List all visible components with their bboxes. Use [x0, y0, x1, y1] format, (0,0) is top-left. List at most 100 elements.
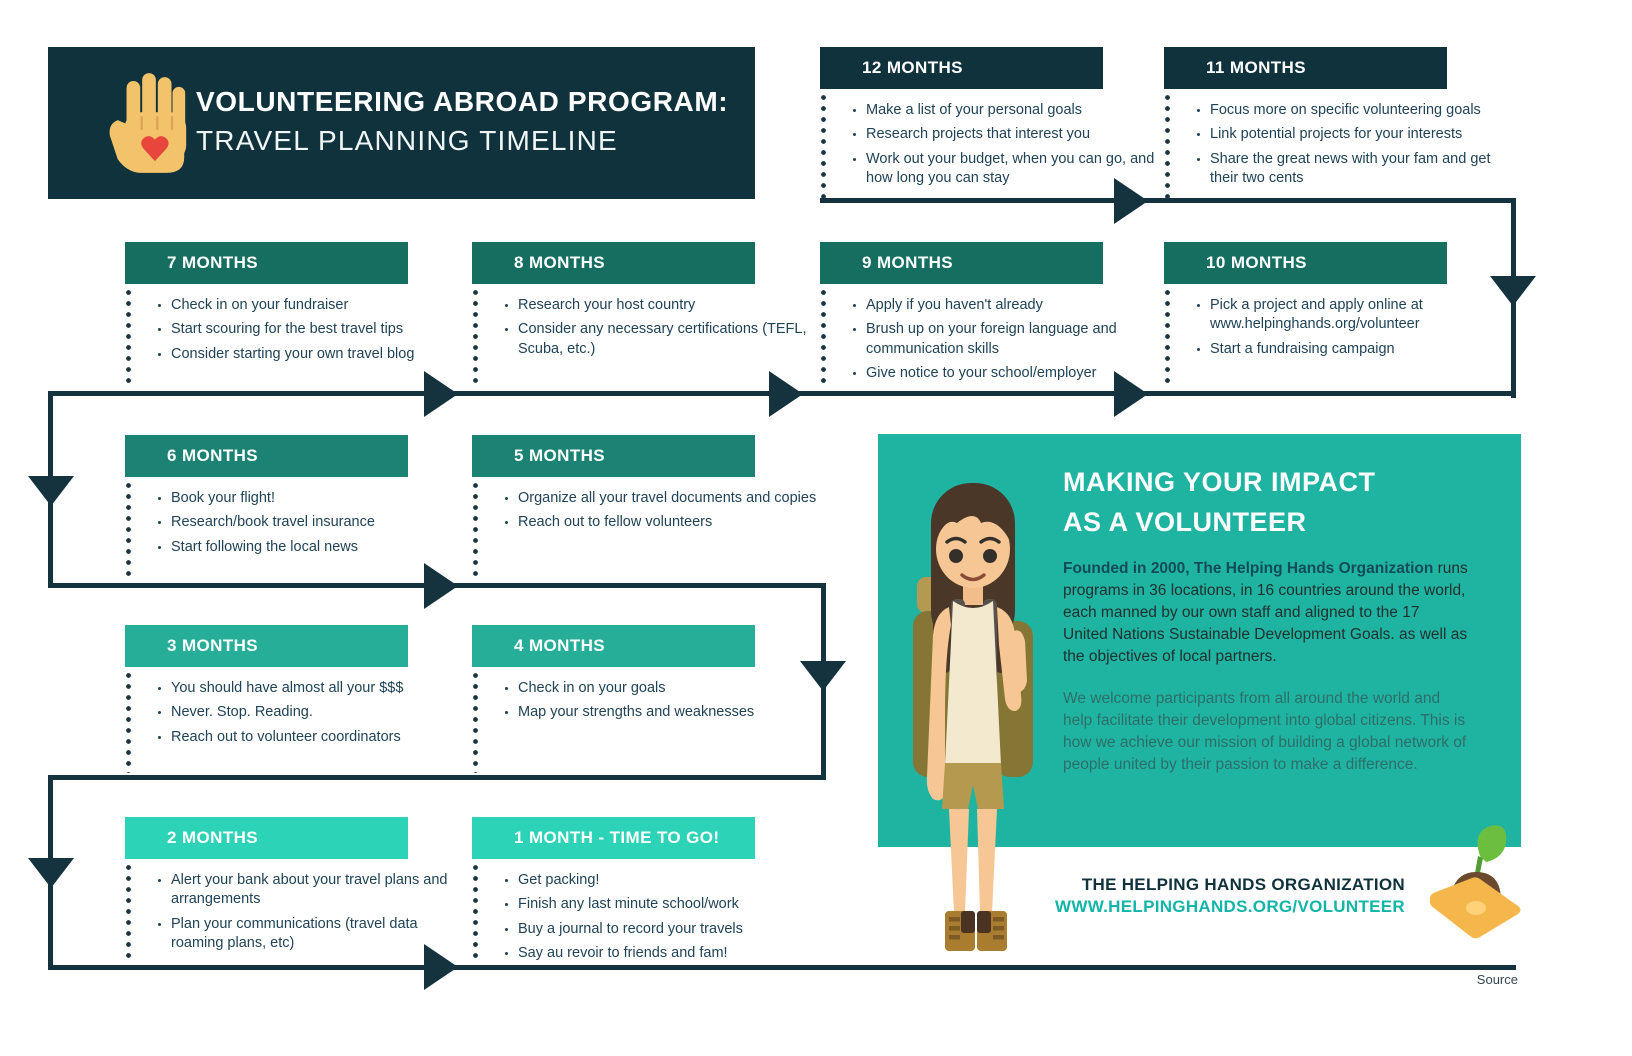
month-card-6: 6 MONTHS Book your flight! Research/book… [125, 435, 408, 579]
month-list: Check in on your fundraiser Start scouri… [125, 296, 471, 364]
arrow-right-icon [769, 371, 803, 417]
hand-with-heart-icon [106, 73, 194, 180]
impact-title-line2: AS A VOLUNTEER [1063, 507, 1307, 537]
month-card-2: 2 MONTHS Alert your bank about your trav… [125, 817, 447, 963]
dotted-connector [126, 865, 131, 963]
month-header: 12 MONTHS [820, 47, 1103, 89]
dotted-connector [821, 95, 826, 199]
impact-intro-rest: runs programs in 36 locations, in 16 cou… [1063, 560, 1468, 665]
arrow-right-icon [1114, 371, 1148, 417]
list-item: Research your host country [518, 296, 818, 315]
list-item: Plan your communications (travel data ro… [171, 915, 471, 954]
month-list: Pick a project and apply online at www.h… [1164, 296, 1510, 359]
list-item: Give notice to your school/employer [866, 364, 1166, 383]
dotted-connector [473, 673, 478, 773]
source-label: Source [1476, 972, 1518, 987]
month-list: Get packing! Finish any last minute scho… [472, 871, 818, 963]
month-header: 2 MONTHS [125, 817, 408, 859]
month-header: 1 MONTH - TIME TO GO! [472, 817, 755, 859]
list-item: Buy a journal to record your travels [518, 920, 818, 939]
month-header: 9 MONTHS [820, 242, 1103, 284]
page-title-line1: VOLUNTEERING ABROAD PROGRAM: [196, 86, 729, 117]
list-item: Apply if you haven't already [866, 296, 1166, 315]
list-item: Work out your budget, when you can go, a… [866, 150, 1166, 189]
month-card-8: 8 MONTHS Research your host country Cons… [472, 242, 807, 388]
arrow-right-icon [424, 944, 458, 990]
month-list: You should have almost all your $$$ Neve… [125, 679, 471, 747]
list-item: Get packing! [518, 871, 818, 890]
month-card-3: 3 MONTHS You should have almost all your… [125, 625, 408, 773]
impact-intro-bold: Founded in 2000, The Helping Hands Organ… [1063, 560, 1434, 577]
dotted-connector [126, 290, 131, 388]
month-header: 8 MONTHS [472, 242, 755, 284]
dotted-connector [1165, 290, 1170, 388]
timeline-segment [820, 198, 1516, 203]
month-card-11: 11 MONTHS Focus more on specific volunte… [1164, 47, 1491, 199]
month-header: 3 MONTHS [125, 625, 408, 667]
list-item: Link potential projects for your interes… [1210, 125, 1510, 144]
list-item: Focus more on specific volunteering goal… [1210, 101, 1510, 120]
month-card-5: 5 MONTHS Organize all your travel docume… [472, 435, 816, 579]
month-card-10: 10 MONTHS Pick a project and apply onlin… [1164, 242, 1447, 388]
impact-title-line1: MAKING YOUR IMPACT [1063, 467, 1376, 497]
list-item: Start a fundraising campaign [1210, 340, 1510, 359]
arrow-right-icon [424, 371, 458, 417]
impact-paragraph-2: We welcome participants from all around … [1063, 690, 1467, 773]
arrow-right-icon [424, 563, 458, 609]
list-item: Finish any last minute school/work [518, 895, 818, 914]
list-item: Start scouring for the best travel tips [171, 320, 471, 339]
month-list: Alert your bank about your travel plans … [125, 871, 471, 953]
month-card-1: 1 MONTH - TIME TO GO! Get packing! Finis… [472, 817, 755, 968]
list-item: Alert your bank about your travel plans … [171, 871, 471, 910]
org-block: THE HELPING HANDS ORGANIZATION WWW.HELPI… [1055, 874, 1405, 918]
arrow-down-icon [28, 858, 74, 888]
title-block: VOLUNTEERING ABROAD PROGRAM: TRAVEL PLAN… [48, 47, 755, 199]
list-item: Start following the local news [171, 538, 471, 557]
arrow-right-icon [1114, 178, 1148, 224]
timeline-segment [48, 965, 1516, 970]
month-list: Focus more on specific volunteering goal… [1164, 101, 1510, 188]
month-card-4: 4 MONTHS Check in on your goals Map your… [472, 625, 755, 773]
dotted-connector [473, 483, 478, 579]
month-header: 10 MONTHS [1164, 242, 1447, 284]
list-item: Never. Stop. Reading. [171, 703, 471, 722]
list-item: Brush up on your foreign language and co… [866, 320, 1166, 359]
list-item: Research/book travel insurance [171, 513, 471, 532]
arrow-down-icon [28, 476, 74, 506]
month-card-9: 9 MONTHS Apply if you haven't already Br… [820, 242, 1117, 388]
month-list: Make a list of your personal goals Resea… [820, 101, 1166, 188]
month-header: 6 MONTHS [125, 435, 408, 477]
arrow-down-icon [1490, 276, 1536, 306]
dotted-connector [126, 483, 131, 579]
arrow-down-icon [800, 661, 846, 691]
month-header: 7 MONTHS [125, 242, 408, 284]
list-item: Share the great news with your fam and g… [1210, 150, 1510, 189]
list-item: Reach out to fellow volunteers [518, 513, 818, 532]
list-item: Map your strengths and weaknesses [518, 703, 818, 722]
list-item: Check in on your fundraiser [171, 296, 471, 315]
month-card-12: 12 MONTHS Make a list of your personal g… [820, 47, 1154, 199]
list-item: Consider any necessary certifications (T… [518, 320, 818, 359]
dotted-connector [473, 290, 478, 388]
month-card-7: 7 MONTHS Check in on your fundraiser Sta… [125, 242, 414, 388]
timeline-segment [48, 775, 826, 780]
list-item: Make a list of your personal goals [866, 101, 1166, 120]
list-item: Pick a project and apply online at www.h… [1210, 296, 1510, 335]
month-list: Research your host country Consider any … [472, 296, 818, 359]
org-name: THE HELPING HANDS ORGANIZATION [1081, 875, 1405, 894]
month-list: Book your flight! Research/book travel i… [125, 489, 471, 557]
month-list: Apply if you haven't already Brush up on… [820, 296, 1166, 383]
list-item: You should have almost all your $$$ [171, 679, 471, 698]
month-header: 4 MONTHS [472, 625, 755, 667]
month-list: Check in on your goals Map your strength… [472, 679, 818, 723]
page-title-line2: TRAVEL PLANNING TIMELINE [196, 125, 618, 156]
impact-paragraph-1: Founded in 2000, The Helping Hands Organ… [1063, 558, 1468, 668]
month-header: 11 MONTHS [1164, 47, 1447, 89]
month-header: 5 MONTHS [472, 435, 755, 477]
list-item: Organize all your travel documents and c… [518, 489, 818, 508]
list-item: Research projects that interest you [866, 125, 1166, 144]
dotted-connector [126, 673, 131, 773]
list-item: Consider starting your own travel blog [171, 345, 471, 364]
list-item: Check in on your goals [518, 679, 818, 698]
